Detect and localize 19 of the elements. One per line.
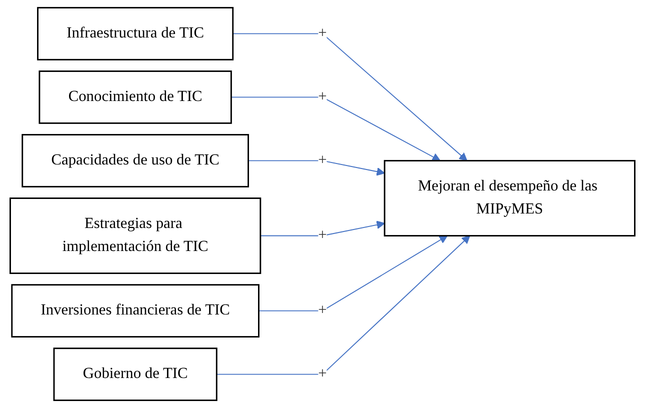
node-box: Gobierno de TIC — [53, 348, 218, 402]
node-box: Estrategias para implementación de TIC — [10, 198, 262, 274]
arrow — [232, 33, 468, 162]
edge-label: + — [318, 302, 327, 319]
edge-label: + — [318, 227, 327, 244]
node-box: Mejoran el desempeño de las MIPyMES — [384, 160, 636, 236]
arrow — [258, 235, 448, 312]
arrow — [216, 235, 470, 375]
arrow — [248, 160, 385, 176]
arrow — [260, 220, 385, 236]
edge-label: + — [318, 366, 327, 382]
node-box: Capacidades de uso de TIC — [22, 134, 249, 188]
edge-label: + — [318, 152, 327, 168]
arrow — [230, 96, 441, 162]
node-box: Conocimiento de TIC — [38, 70, 232, 124]
node-box: Infraestructura de TIC — [37, 6, 234, 60]
node-box: Inversiones financieras de TIC — [11, 284, 260, 338]
edge-label: + — [318, 25, 327, 42]
edge-label: + — [318, 88, 327, 105]
